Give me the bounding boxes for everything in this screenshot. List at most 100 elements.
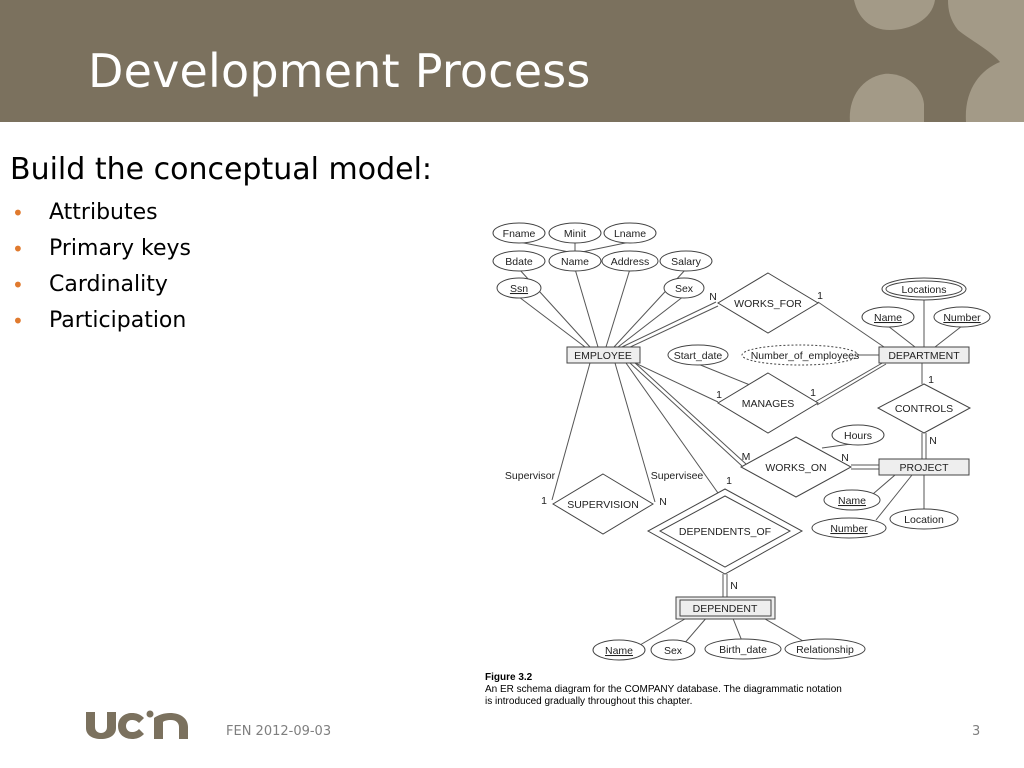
label-proj-name: Name <box>838 495 866 507</box>
card-controls-proj: N <box>929 435 937 447</box>
label-proj-location: Location <box>904 514 944 526</box>
label-birth-date: Birth_date <box>719 644 767 656</box>
entity-project <box>878 458 970 476</box>
card-works-for-dept: 1 <box>817 290 823 302</box>
label-dept-name: Name <box>874 312 902 324</box>
attr-birth-date <box>704 638 782 660</box>
subtitle: Build the conceptual model: <box>10 152 433 187</box>
figure-caption-line-2: is introduced gradually throughout this … <box>485 696 693 707</box>
label-name: Name <box>561 256 589 268</box>
card-works-on-proj: N <box>841 452 849 464</box>
label-proj-number: Number <box>830 523 868 535</box>
rel-supervision <box>552 473 654 535</box>
attr-number-of-employees <box>741 344 859 366</box>
page-number: 3 <box>972 724 981 739</box>
card-supervision-supervisor: 1 <box>541 495 547 507</box>
card-works-on-emp: M <box>742 451 751 463</box>
label-department: DEPARTMENT <box>888 350 960 362</box>
attr-salary <box>659 250 713 272</box>
attr-lname <box>603 222 657 244</box>
label-dependents-of: DEPENDENTS_OF <box>679 526 771 538</box>
card-supervision-supervisee: N <box>659 496 667 508</box>
rel-controls <box>876 383 972 434</box>
label-salary: Salary <box>671 256 702 268</box>
label-dep-sex: Sex <box>664 645 683 657</box>
attr-start-date <box>667 344 729 366</box>
label-address: Address <box>611 256 650 268</box>
bullet-text: Primary keys <box>49 236 191 261</box>
label-minit: Minit <box>564 228 586 240</box>
attr-ssn <box>496 277 542 299</box>
label-dep-name: Name <box>605 645 633 657</box>
attr-minit <box>548 222 602 244</box>
entity-department <box>878 346 970 364</box>
attr-bdate <box>492 250 546 272</box>
attr-proj-name <box>823 489 881 511</box>
label-lname: Lname <box>614 228 646 240</box>
bullet-item: • Attributes <box>12 198 191 234</box>
footer-date: FEN 2012-09-03 <box>226 724 332 739</box>
attr-proj-number <box>811 517 887 539</box>
card-manages-dept: 1 <box>810 387 816 399</box>
label-dependent: DEPENDENT <box>693 603 758 615</box>
card-dependents-dep: N <box>730 580 738 592</box>
header-decoration-icon <box>849 0 1024 122</box>
label-fname: Fname <box>503 228 536 240</box>
slide-title: Development Process <box>88 44 591 98</box>
label-controls: CONTROLS <box>895 403 953 415</box>
label-project: PROJECT <box>899 462 949 474</box>
bullet-icon: • <box>12 201 24 225</box>
figure-caption: Figure 3.2 An ER schema diagram for the … <box>485 672 842 708</box>
attr-hours <box>831 424 885 446</box>
attr-locations <box>881 277 967 301</box>
attr-name <box>548 250 602 272</box>
bullet-item: • Cardinality <box>12 270 191 306</box>
attr-address <box>601 250 659 272</box>
attr-proj-location <box>889 508 959 530</box>
slide-header: Development Process <box>0 0 1024 122</box>
connector-lines <box>518 241 963 646</box>
attr-relationship <box>784 638 866 660</box>
label-manages: MANAGES <box>742 398 795 410</box>
bullet-list: • Attributes • Primary keys • Cardinality •… <box>12 198 191 342</box>
label-role-supervisee: Supervisee <box>651 470 704 482</box>
attr-dep-name <box>592 639 646 661</box>
attr-dept-number <box>933 306 991 328</box>
card-controls-dept: 1 <box>928 374 934 386</box>
rel-works-on <box>739 436 853 498</box>
figure-label: Figure 3.2 <box>485 672 533 683</box>
label-hours: Hours <box>844 430 872 442</box>
bullet-icon: • <box>12 309 24 333</box>
label-sex: Sex <box>675 283 694 295</box>
bullet-text: Attributes <box>49 200 158 225</box>
card-manages-emp: 1 <box>716 389 722 401</box>
rel-manages <box>717 372 819 434</box>
label-supervision: SUPERVISION <box>567 499 639 511</box>
card-dependents-emp: 1 <box>726 475 732 487</box>
attr-dept-name <box>861 306 915 328</box>
label-ssn: Ssn <box>510 283 528 295</box>
attr-sex <box>663 277 705 299</box>
bullet-icon: • <box>12 237 24 261</box>
bullet-item: • Primary keys <box>12 234 191 270</box>
bullet-text: Cardinality <box>49 272 168 297</box>
label-number-of-employees: Number_of_employees <box>751 350 860 362</box>
label-bdate: Bdate <box>505 256 533 268</box>
label-employee: EMPLOYEE <box>574 350 632 362</box>
attr-dep-sex <box>650 639 696 661</box>
label-locations: Locations <box>902 284 947 296</box>
label-dept-number: Number <box>943 312 981 324</box>
ucn-logo-icon <box>86 710 188 739</box>
bullet-item: • Participation <box>12 306 191 342</box>
bullet-text: Participation <box>49 308 187 333</box>
attr-fname <box>492 222 546 244</box>
card-works-for-emp: N <box>709 291 717 303</box>
er-diagram: Fname Minit Lname Bdate Name Address Sal… <box>492 222 991 661</box>
label-works-on: WORKS_ON <box>765 462 826 474</box>
figure-caption-line-1: An ER schema diagram for the COMPANY dat… <box>485 684 842 695</box>
label-relationship: Relationship <box>796 644 854 656</box>
label-start-date: Start_date <box>674 350 723 362</box>
rel-dependents-of <box>646 488 804 575</box>
bullet-icon: • <box>12 273 24 297</box>
label-works-for: WORKS_FOR <box>734 298 802 310</box>
